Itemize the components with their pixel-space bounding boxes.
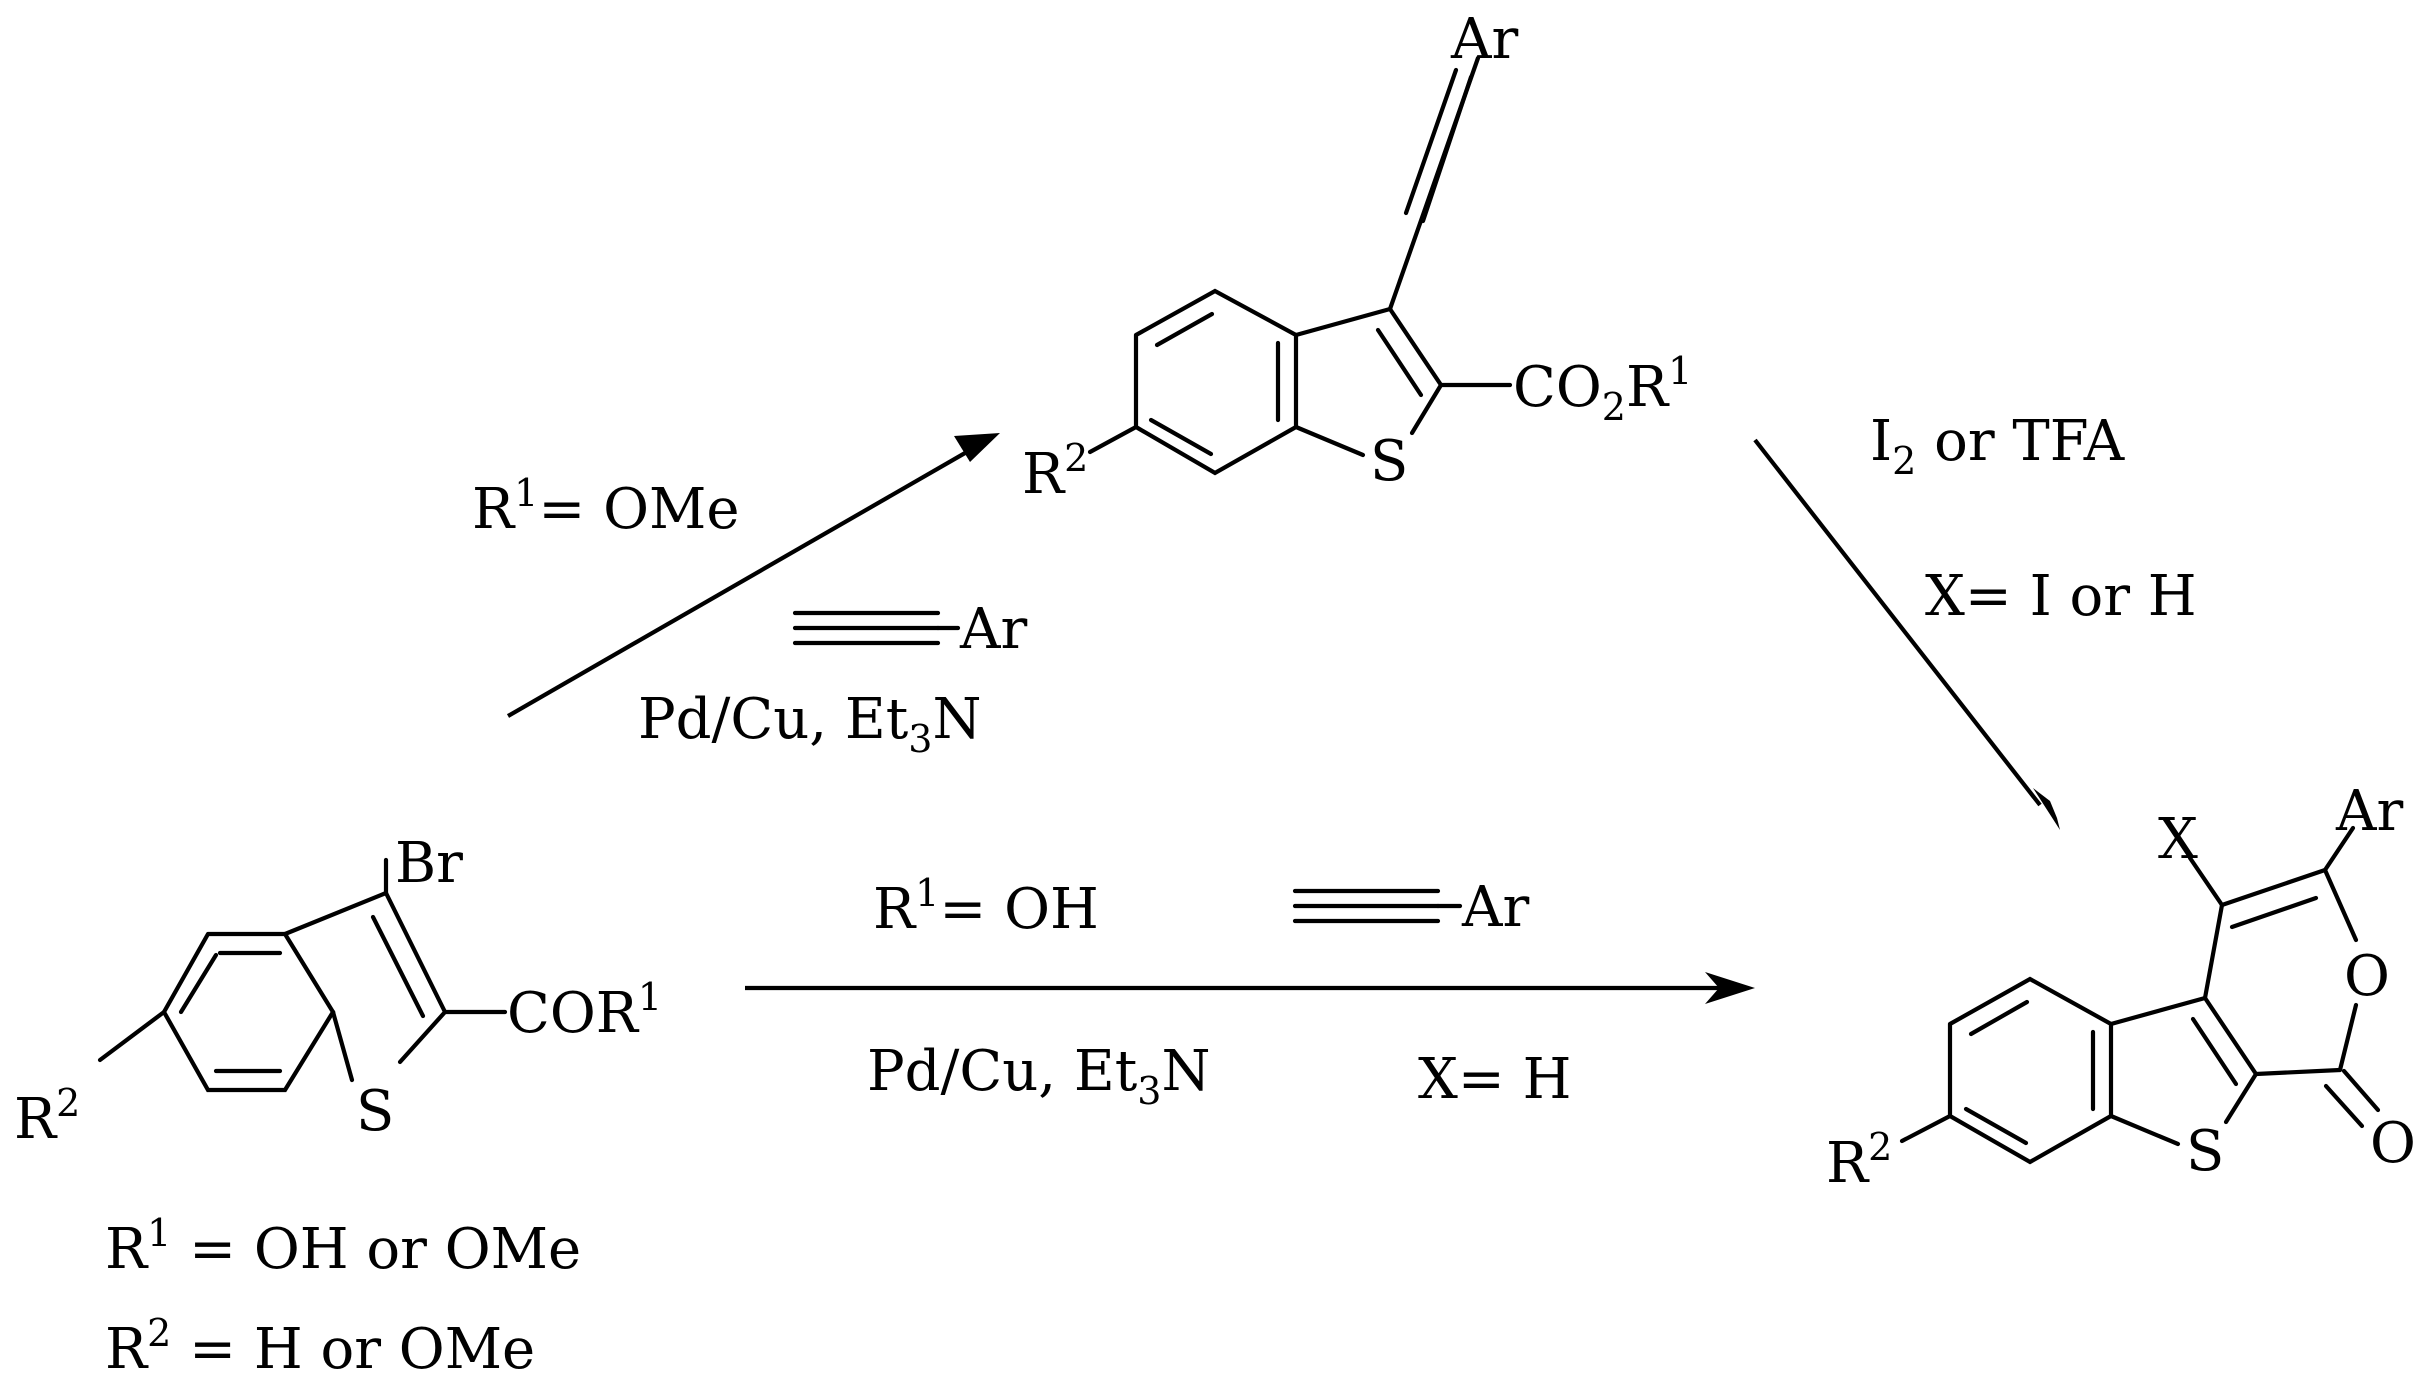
product: X Ar O O S R2 xyxy=(1826,779,2416,1196)
arrow-direct xyxy=(745,972,1755,1004)
arrow-step2 xyxy=(1753,438,2060,830)
step1-conditions: R1= OMe Ar Pd/Cu, Et3N xyxy=(472,471,1027,761)
intermediate: Ar CO2R1 S R2 xyxy=(1022,7,1692,507)
r2-definition: R2 = H or OMe xyxy=(105,1311,535,1382)
direct-conditions: R1= OH Ar Pd/Cu, Et3N X= H xyxy=(867,871,1571,1113)
step2-reagent: I2 or TFA xyxy=(1870,409,2125,483)
r2-label: R2 xyxy=(14,1081,80,1152)
step1-catalyst: Pd/Cu, Et3N xyxy=(638,687,981,761)
product-aryl-label: Ar xyxy=(2335,779,2403,844)
product-r2-label: R2 xyxy=(1826,1125,1892,1196)
ester-group-label: CO2R1 xyxy=(1513,349,1692,429)
carbonyl-oxygen-label: O xyxy=(2370,1111,2416,1176)
intermediate-bonds xyxy=(1087,55,1513,476)
step1-alkyne-aryl: Ar xyxy=(959,597,1027,662)
product-x-label: X xyxy=(2158,807,2198,872)
alkyne-aryl-label: Ar xyxy=(1450,7,1518,72)
direct-catalyst: Pd/Cu, Et3N xyxy=(867,1039,1210,1113)
starting-material: Br COR1 S R2 R1 = OH or OMe R2 = H or OM… xyxy=(14,831,662,1382)
ring-sulfur-label: S xyxy=(356,1079,394,1144)
direct-r1-condition: R1= OH xyxy=(873,871,1099,942)
intermediate-sulfur-label: S xyxy=(1370,429,1408,494)
step1-r1-condition: R1= OMe xyxy=(472,471,739,542)
bromo-label: Br xyxy=(395,831,463,896)
intermediate-r2-label: R2 xyxy=(1022,436,1088,507)
arrow-step1 xyxy=(506,433,1000,718)
product-bonds xyxy=(1899,825,2381,1165)
direct-alkyne-aryl: Ar xyxy=(1461,875,1529,940)
starting-material-bonds xyxy=(97,857,508,1093)
step2-x-condition: X= I or H xyxy=(1925,564,2197,629)
ring-oxygen-label: O xyxy=(2344,944,2390,1009)
step2-conditions: I2 or TFA X= I or H xyxy=(1870,409,2197,629)
acyl-group-label: COR1 xyxy=(507,975,662,1046)
product-sulfur-label: S xyxy=(2186,1119,2224,1184)
direct-x-condition: X= H xyxy=(1418,1047,1571,1112)
r1-definition: R1 = OH or OMe xyxy=(105,1211,581,1282)
